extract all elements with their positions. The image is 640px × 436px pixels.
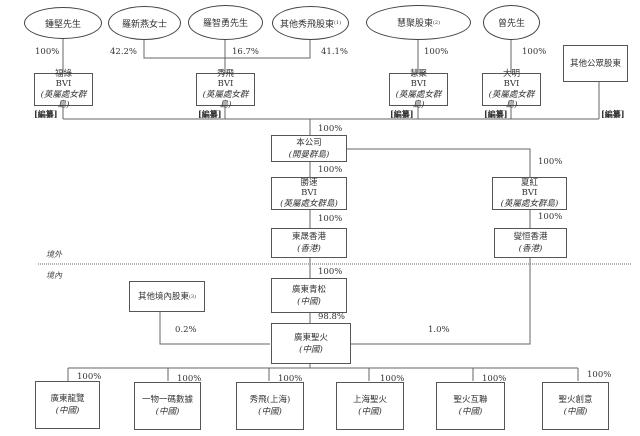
pct-sub-xiufei-sh: 100% [278,374,303,384]
entity-shengsu-bvi: 勝速 BVI (英屬處女群島) [271,177,347,210]
pct-company-xiahong: 100% [538,157,563,167]
subsidiary-yiwuyima: 一物一碼數據 (中國) [134,382,201,430]
pct-sub-yiwuyima: 100% [177,374,202,384]
shareholder-luo-zhiyong: 羅智勇先生 [188,5,263,40]
subsidiary-xiufei-shanghai: 秀飛(上海) (中國) [236,382,304,430]
redacted-label-xiufei: [編纂] [198,109,222,119]
entity-xieheng-hk: 燮恒香港 (香港) [494,228,567,258]
pct-zeng: 100% [522,47,547,57]
pct-zhong-fulu: 100% [35,47,60,57]
subsidiary-longlan: 廣東龍覽 (中國) [35,381,100,429]
entity-shenghuo: 廣東聖火 (中國) [271,323,351,364]
shareholder-huiju-holders: 慧聚股東(2) [366,5,471,40]
shareholder-luo-xinyan: 羅新燕女士 [108,6,181,40]
pct-sub-shenghuo-chuangyi: 100% [587,370,612,380]
pct-xiahong-xieheng: 100% [538,212,563,222]
entity-xiufei-bvi: 秀飛 BVI (英屬處女群島) [196,69,255,110]
region-onshore-label: 境內 [46,271,62,280]
pct-luo-xinyan: 42.2% [110,47,138,57]
entity-other-domestic: 其他境內股東(3) [129,281,205,312]
entity-xiahong-bvi: 夏紅 BVI (英屬處女群島) [492,177,567,210]
entity-fulu-bvi: 福綠 BVI (英屬處女群島) [34,69,93,110]
pct-other-xiufei: 41.1% [321,47,349,57]
entity-dongsheng-hk: 東晟香港 (香港) [271,228,347,258]
region-offshore-label: 境外 [46,250,62,259]
shareholder-zeng: 曾先生 [483,5,540,40]
pct-qingsong-shenghuo: 98.8% [318,312,346,322]
entity-qingsong: 廣東青松 (中國) [271,278,347,313]
pct-company-shengsu: 100% [318,165,343,175]
pct-luo-zhiyong: 16.7% [232,47,260,57]
pct-shengsu-dongsheng: 100% [318,214,343,224]
shareholder-other-xiufei: 其他秀飛股東(1) [272,6,349,40]
redacted-label-fulu: [編纂] [34,109,58,119]
pct-sub-shanghai-shenghuo: 100% [380,374,405,384]
pct-dongsheng-qingsong: 100% [318,267,343,277]
subsidiary-shenghuo-chuangyi: 聖火創意 (中國) [542,382,609,430]
pct-other-domestic-shenghuo: 0.2% [175,325,197,335]
pct-huiju: 100% [424,47,449,57]
redacted-label-public: [編纂] [601,109,625,119]
entity-daming-bvi: 大明 BVI (英屬處女群島) [482,69,541,110]
subsidiary-shenghuo-hulian: 聖火互聯 (中國) [436,382,505,430]
redacted-label-huiju: [編纂] [390,109,414,119]
subsidiary-shanghai-shenghuo: 上海聖火 (中國) [336,382,404,430]
shareholder-zhong: 鍾堅先生 [24,7,102,39]
pct-xieheng-shenghuo: 1.0% [428,325,450,335]
pct-sub-longlan: 100% [77,372,102,382]
shareholder-public: 其他公眾股東 [563,45,628,82]
pct-to-company: 100% [318,124,343,134]
redacted-label-daming: [編纂] [484,109,508,119]
pct-sub-shenghuo-hulian: 100% [482,374,507,384]
entity-huiju-bvi: 慧聚 BVI (英屬處女群島) [389,69,448,110]
entity-company: 本公司 (開曼群島) [271,135,347,162]
